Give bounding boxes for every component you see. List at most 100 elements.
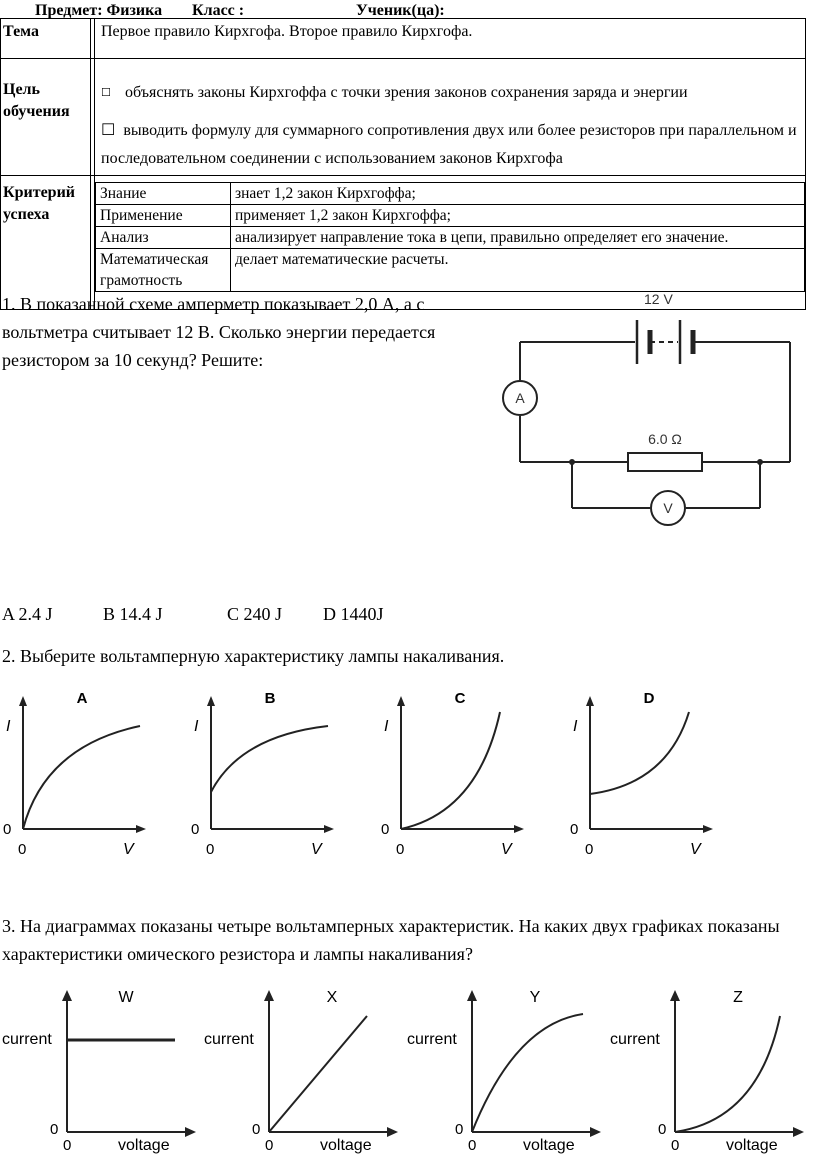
lesson-table: Тема Первое правило Кирхгофа. Второе пра… — [0, 18, 806, 310]
y-origin: 0 — [658, 1121, 666, 1138]
q3-graphs: W current 0 0 voltage X current 0 0 volt… — [0, 980, 816, 1170]
y-axis-arrow — [467, 990, 477, 1001]
x-axis-arrow — [185, 1127, 196, 1137]
option-a: A 2.4 J — [2, 604, 53, 624]
y-origin: 0 — [191, 821, 199, 838]
option-b: B 14.4 J — [103, 604, 163, 624]
y-origin: 0 — [381, 821, 389, 838]
criteria-label: Критерий успеха — [0, 175, 91, 310]
x-axis-label: V — [690, 841, 702, 858]
emf-label: 12 V — [644, 291, 673, 307]
y-axis-label: current — [204, 1031, 254, 1048]
x-origin: 0 — [265, 1137, 273, 1154]
junction-dot — [569, 459, 575, 465]
class-label: Класс : — [192, 2, 245, 19]
graph-label: W — [118, 989, 134, 1006]
y-origin: 0 — [455, 1121, 463, 1138]
x-axis-arrow — [590, 1127, 601, 1137]
svg-text:A: A — [515, 390, 525, 406]
graph-d: D I 0 0 V — [570, 690, 713, 858]
x-origin: 0 — [63, 1137, 71, 1154]
graph-b: B I 0 0 V — [191, 690, 334, 858]
iv-curve — [22, 725, 141, 830]
goal-item: ☐объяснять законы Кирхгоффа с точки зрен… — [101, 79, 799, 107]
subject-label: Предмет: Физика — [35, 2, 163, 19]
y-axis-label: I — [194, 718, 199, 735]
x-axis-arrow — [136, 825, 146, 833]
y-origin: 0 — [3, 821, 11, 838]
y-axis-label: current — [2, 1031, 52, 1048]
graph-w: W current 0 0 voltage — [2, 989, 196, 1154]
ammeter-icon: A — [502, 380, 538, 416]
x-axis-label: voltage — [523, 1137, 575, 1154]
topic-text: Первое правило Кирхгофа. Второе правило … — [94, 18, 806, 59]
question-1-text: 1. В показанной схеме амперметр показыва… — [2, 294, 436, 370]
iv-curve — [210, 725, 329, 793]
x-axis-label: voltage — [118, 1137, 170, 1154]
resistor-icon — [627, 452, 703, 472]
y-axis-label: I — [6, 718, 11, 735]
junction-dot — [757, 459, 763, 465]
graph-c: C I 0 0 V — [381, 690, 524, 858]
y-origin: 0 — [50, 1121, 58, 1138]
goal-item: ☐выводить формулу для суммарного сопроти… — [101, 122, 797, 167]
y-axis-arrow — [264, 990, 274, 1001]
x-axis-arrow — [324, 825, 334, 833]
graph-label: Z — [733, 989, 743, 1006]
x-origin: 0 — [671, 1137, 679, 1154]
x-axis-arrow — [703, 825, 713, 833]
goal-list: ☐объяснять законы Кирхгоффа с точки зрен… — [94, 58, 806, 176]
iv-curve — [400, 711, 501, 830]
x-axis-label: voltage — [320, 1137, 372, 1154]
graph-label: D — [644, 690, 655, 707]
graph-label: X — [327, 989, 338, 1006]
y-axis-label: current — [610, 1031, 660, 1048]
resistor-label: 6.0 Ω — [648, 431, 682, 447]
y-axis-arrow — [670, 990, 680, 1001]
x-axis-label: V — [311, 841, 323, 858]
bullet-icon: ☐ — [101, 86, 111, 99]
y-axis-arrow — [586, 696, 594, 706]
graph-label: B — [265, 690, 276, 707]
iv-curve — [674, 1015, 781, 1133]
bullet-icon: ☐ — [101, 122, 116, 139]
iv-curve — [589, 711, 690, 795]
y-axis-arrow — [62, 990, 72, 1001]
x-axis-arrow — [793, 1127, 804, 1137]
x-axis-label: V — [123, 841, 135, 858]
y-origin: 0 — [252, 1121, 260, 1138]
y-origin: 0 — [570, 821, 578, 838]
voltmeter-icon: V — [650, 490, 686, 526]
x-axis-label: V — [501, 841, 513, 858]
iv-curve — [268, 1015, 368, 1133]
circuit-diagram: 12 V A 6.0 Ω V — [502, 291, 791, 526]
student-label: Ученик(ца): — [356, 2, 445, 19]
x-origin: 0 — [206, 841, 214, 858]
y-axis-arrow — [19, 696, 27, 706]
y-axis-arrow — [207, 696, 215, 706]
x-axis-arrow — [514, 825, 524, 833]
topic-label: Тема — [0, 18, 91, 59]
x-origin: 0 — [18, 841, 26, 858]
y-axis-label: current — [407, 1031, 457, 1048]
q2-graphs: A I 0 0 V B I 0 0 V C I 0 0 V D I 0 — [0, 684, 816, 859]
graph-y: Y current 0 0 voltage — [407, 989, 601, 1154]
x-origin: 0 — [396, 841, 404, 858]
battery-icon — [635, 320, 696, 364]
option-c: C 240 J — [227, 604, 283, 624]
goal-label: Цель обучения — [0, 58, 91, 176]
graph-a: A I 0 0 V — [3, 690, 146, 858]
graph-label: Y — [530, 989, 541, 1006]
svg-text:V: V — [663, 500, 673, 516]
graph-label: C — [455, 690, 466, 707]
y-axis-label: I — [573, 718, 578, 735]
x-origin: 0 — [468, 1137, 476, 1154]
x-origin: 0 — [585, 841, 593, 858]
graph-label: A — [77, 690, 88, 707]
